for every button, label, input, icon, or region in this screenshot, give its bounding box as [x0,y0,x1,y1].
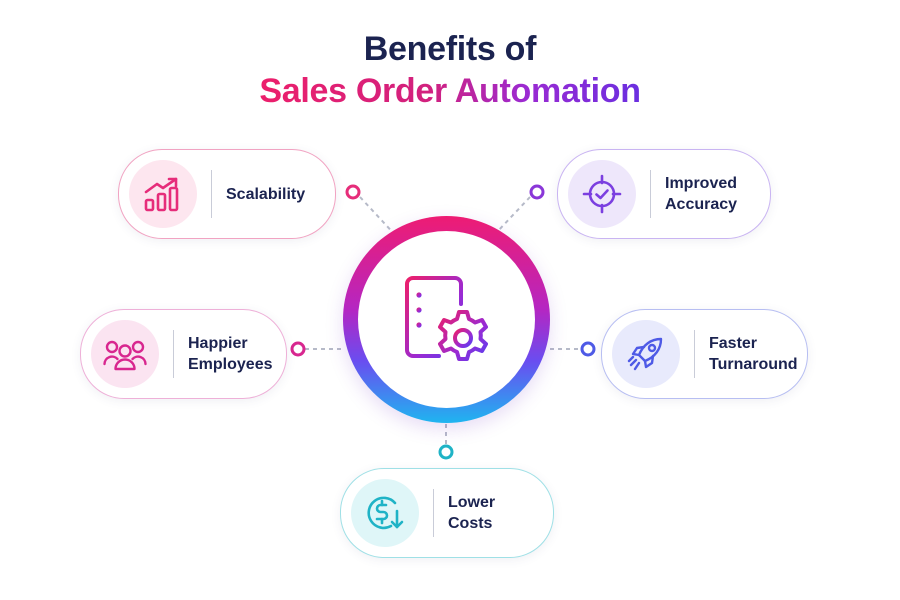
icon-badge-happier-employees [91,320,159,388]
benefit-label-faster-turnaround: Faster Turnaround [709,335,798,373]
title-line-1: Benefits of [363,30,537,68]
connector-scalability [359,196,399,239]
benefit-label-improved-accuracy: Improved Accuracy [665,175,738,213]
benefit-label-scalability: Scalability [226,185,306,203]
icon-badge-faster-turnaround [612,320,680,388]
benefit-card-scalability: Scalability [118,149,336,239]
node-dot-scalability [345,184,361,200]
node-dot-happier-employees [290,341,306,357]
title-line-2: Sales Order Automation [259,72,641,110]
document-gear-icon [404,275,488,361]
icon-badge-improved-accuracy [568,160,636,228]
icon-badge-lower-costs [351,479,419,547]
target-check-icon [582,174,622,214]
page-title: Benefits of Sales Order Automation [0,28,900,112]
benefit-label-lower-costs: Lower Costs [448,494,496,532]
benefit-label-happier-employees: Happier Employees [188,335,273,373]
dollar-down-icon [367,496,404,530]
benefit-card-improved-accuracy: Improved Accuracy [557,149,771,239]
hub-inner [358,231,535,408]
connector-improved-accuracy [496,196,531,233]
benefit-card-faster-turnaround: Faster Turnaround [601,309,808,399]
divider [694,330,695,378]
title-line-2-wrap: Sales Order Automation [0,70,900,112]
divider [211,170,212,218]
divider [173,330,174,378]
benefit-card-lower-costs: Lower Costs [340,468,554,558]
growth-chart-icon [144,177,179,212]
node-dot-faster-turnaround [580,341,596,357]
people-icon [103,340,147,371]
benefit-card-happier-employees: Happier Employees [80,309,287,399]
divider [650,170,651,218]
icon-badge-scalability [129,160,197,228]
central-hub [343,216,550,423]
rocket-icon [627,337,663,371]
node-dot-lower-costs [438,444,454,460]
node-dot-improved-accuracy [529,184,545,200]
divider [433,489,434,537]
